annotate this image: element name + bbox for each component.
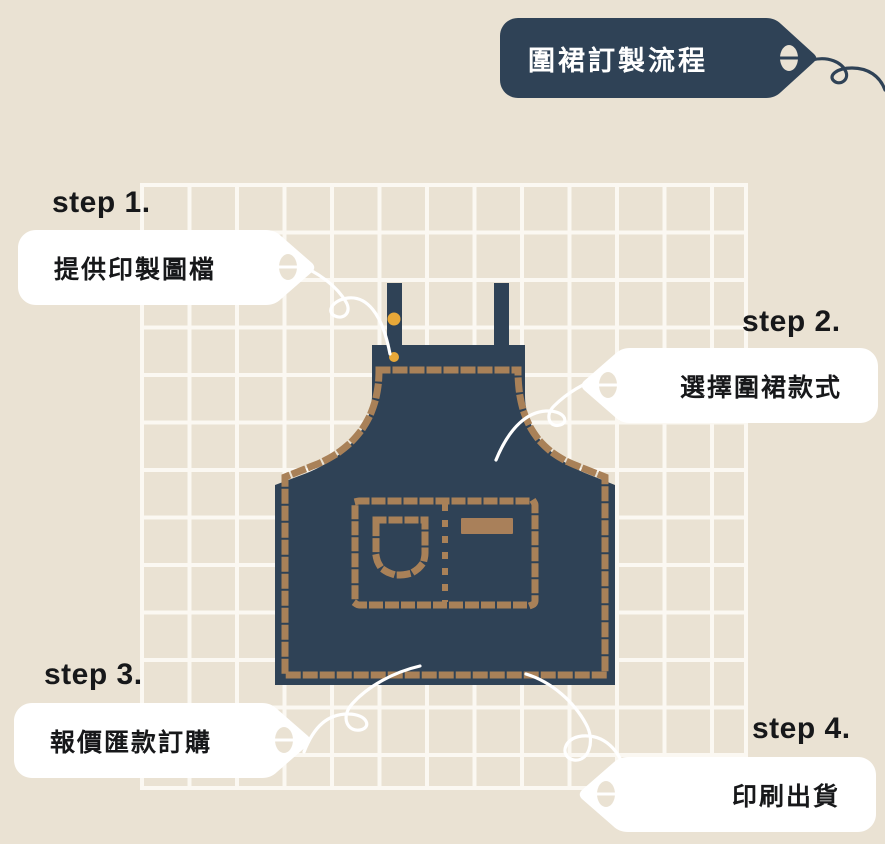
- step-2-tag-label: 選擇圍裙款式: [679, 373, 842, 402]
- apron-body: [275, 345, 615, 685]
- step-1-number: step 1.: [52, 186, 151, 219]
- step-3-number: step 3.: [44, 658, 143, 691]
- step-3-tag-shape: [14, 703, 311, 778]
- step-4-tag-eyelet-slot: [596, 792, 616, 796]
- step-4-tag-label: 印刷出貨: [731, 782, 840, 811]
- apron-small-pocket: [372, 516, 429, 579]
- step-4-number: step 4.: [752, 712, 851, 745]
- step-1-tag-eyelet-slot: [278, 265, 298, 269]
- title-tag-shape: [500, 18, 817, 98]
- string-doodle-title: [812, 40, 885, 110]
- apron-button-strap: [387, 312, 401, 326]
- step-4-tag-shape: [579, 757, 876, 832]
- step-2-number: step 2.: [742, 305, 841, 338]
- apron-leather-patch: [461, 518, 513, 534]
- step-3-tag-label: 報價匯款訂購: [50, 728, 213, 757]
- apron-button-bib: [389, 352, 399, 362]
- step-3-tag-eyelet-slot: [274, 738, 294, 742]
- step-4-tag: 印刷出貨: [576, 757, 876, 832]
- apron-pocket-outline: [351, 497, 539, 609]
- title-tag-label: 圍裙訂製流程: [528, 45, 708, 76]
- step-1-tag-shape: [18, 230, 315, 305]
- step-2-tag: 選擇圍裙款式: [568, 348, 878, 423]
- title-tag-eyelet-slot: [779, 56, 799, 60]
- step-1-tag-label: 提供印製圖檔: [54, 255, 217, 284]
- step-2-tag-shape: [581, 348, 878, 423]
- apron-strap-right: [494, 283, 509, 355]
- step-2-tag-eyelet-slot: [598, 383, 618, 387]
- step-3-tag: 報價匯款訂購: [14, 703, 314, 778]
- title-tag: 圍裙訂製流程: [500, 18, 820, 98]
- step-1-tag: 提供印製圖檔: [18, 230, 318, 305]
- apron-illustration: [255, 275, 635, 695]
